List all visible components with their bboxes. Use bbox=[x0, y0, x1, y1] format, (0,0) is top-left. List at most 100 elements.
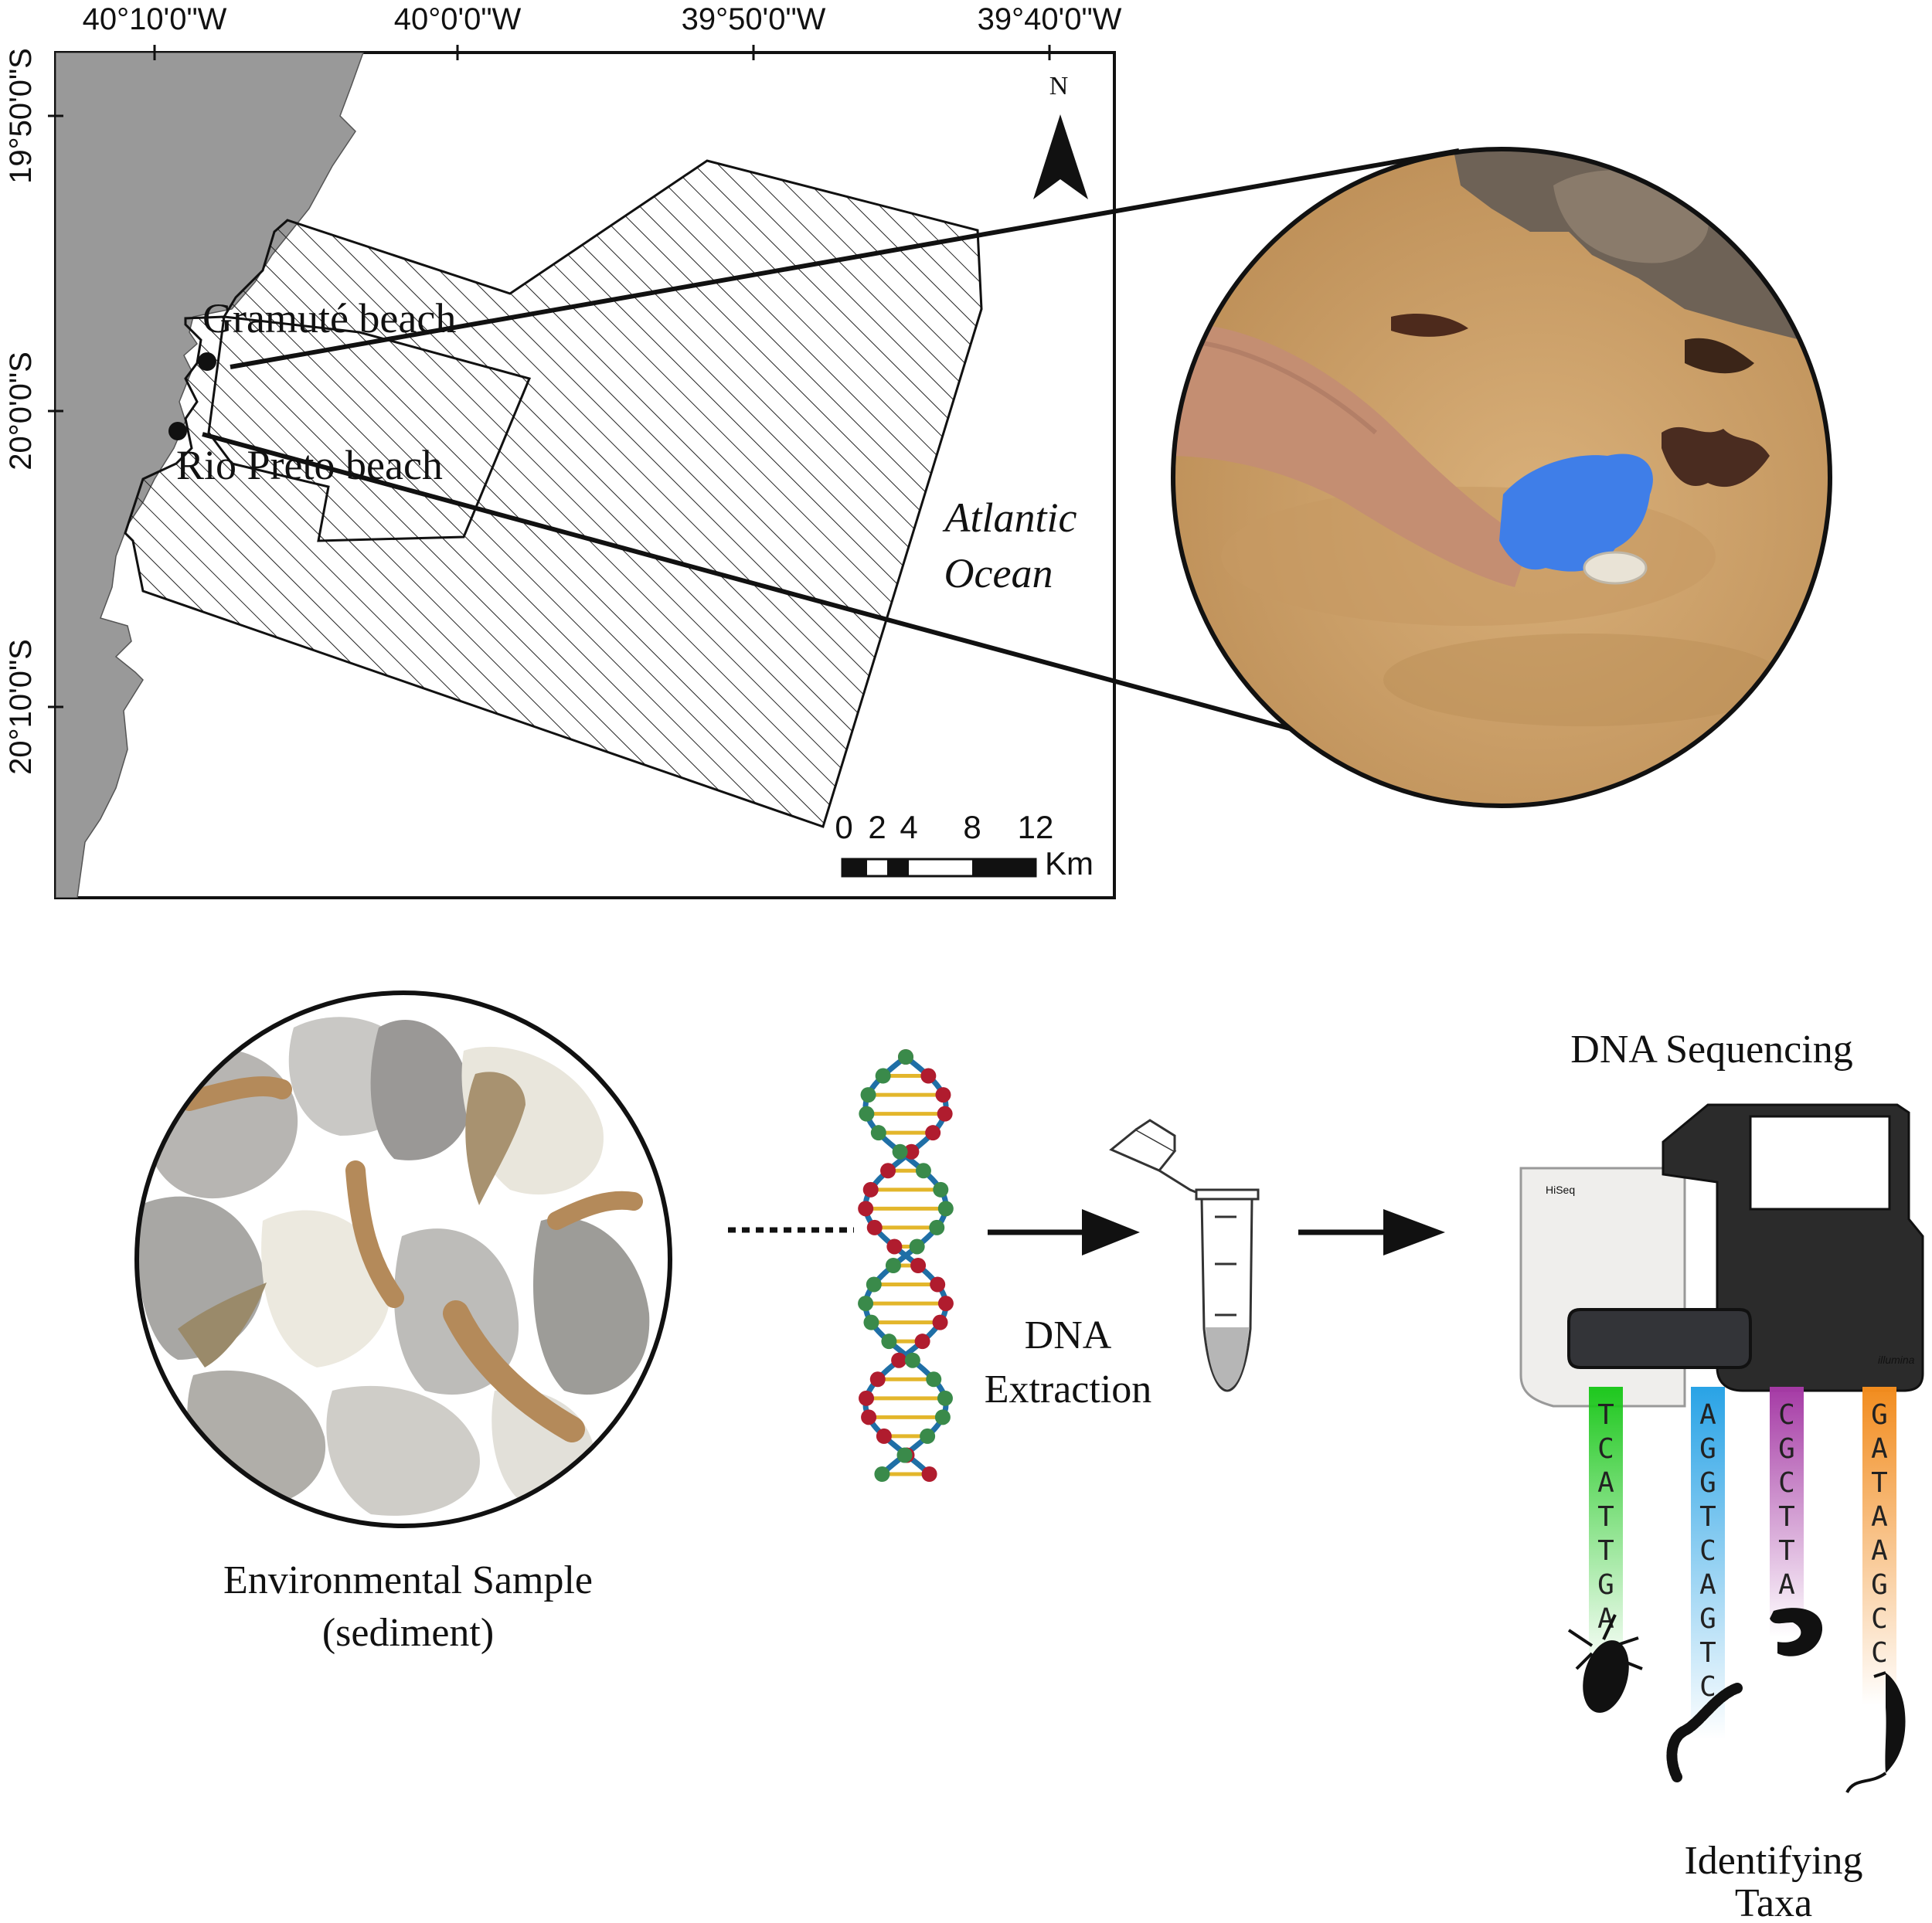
read-base: A bbox=[1871, 1433, 1888, 1465]
read-base: G bbox=[1778, 1433, 1795, 1465]
inner-area bbox=[207, 315, 532, 542]
ocean-label-line2: Ocean bbox=[944, 550, 1053, 596]
helix-node bbox=[860, 1087, 876, 1103]
algae bbox=[1662, 426, 1770, 488]
helix-node bbox=[870, 1125, 886, 1141]
helix-node bbox=[932, 1314, 948, 1330]
scale-tick: 12 bbox=[1018, 809, 1054, 845]
helix-node bbox=[858, 1296, 874, 1312]
helix-node bbox=[904, 1352, 920, 1368]
top-tick-label: 40°10'0"W bbox=[83, 2, 227, 36]
helix-node bbox=[934, 1409, 951, 1425]
helix-node bbox=[915, 1163, 931, 1179]
sample-label-line2: (sediment) bbox=[322, 1611, 494, 1655]
scale-tick: 2 bbox=[868, 809, 886, 845]
top-tick-label: 39°40'0"W bbox=[978, 2, 1122, 36]
read-base: G bbox=[1871, 1399, 1888, 1431]
read-base: G bbox=[1699, 1467, 1716, 1499]
north-arrow-icon: N bbox=[1033, 72, 1088, 199]
site-marker-gramute bbox=[198, 352, 216, 371]
helix-node bbox=[880, 1163, 896, 1179]
sediment-worm bbox=[179, 1076, 292, 1111]
read-base: T bbox=[1699, 1501, 1716, 1533]
helix-node bbox=[881, 1334, 897, 1350]
read-base: T bbox=[1597, 1501, 1614, 1533]
helix-node bbox=[920, 1068, 937, 1084]
scale-bar: 0 2 4 8 12 Km bbox=[835, 809, 1094, 882]
helix-node bbox=[886, 1238, 903, 1255]
read-base: T bbox=[1597, 1399, 1614, 1431]
helix-node bbox=[909, 1238, 925, 1255]
helix-node bbox=[930, 1276, 946, 1293]
read-bar bbox=[1589, 1387, 1623, 1671]
read-bar bbox=[1691, 1387, 1725, 1739]
read-base: C bbox=[1871, 1603, 1888, 1635]
helix-node bbox=[937, 1106, 953, 1122]
read-base: C bbox=[1778, 1467, 1795, 1499]
sediment-worm bbox=[443, 1300, 585, 1442]
field-sampling-photo bbox=[1171, 147, 1832, 808]
read-base: G bbox=[1597, 1569, 1614, 1601]
helix-node bbox=[876, 1428, 892, 1444]
ocean-label-line1: Atlantic bbox=[943, 494, 1077, 541]
helix-node bbox=[935, 1087, 951, 1103]
top-tick-label: 40°0'0"W bbox=[394, 2, 522, 36]
read-base: T bbox=[1699, 1637, 1716, 1669]
read-base: A bbox=[1699, 1399, 1716, 1431]
read-base: T bbox=[1871, 1467, 1888, 1499]
top-axis bbox=[153, 45, 1051, 60]
helix-node bbox=[903, 1143, 920, 1160]
microcentrifuge-tube-icon bbox=[1109, 1119, 1260, 1392]
helix-node bbox=[929, 1219, 945, 1235]
helix-node bbox=[898, 1049, 913, 1065]
helix-node bbox=[937, 1296, 954, 1312]
sediment-creature bbox=[465, 1072, 526, 1205]
photo-frame bbox=[1171, 147, 1832, 808]
copepod-silhouette-icon bbox=[1567, 1614, 1643, 1713]
helix-node bbox=[925, 1125, 941, 1141]
sediment-creature bbox=[178, 1283, 267, 1368]
read-base: A bbox=[1871, 1501, 1888, 1533]
sediment-circle-frame bbox=[134, 990, 672, 1528]
helix-node bbox=[926, 1371, 942, 1388]
scale-tick: 8 bbox=[963, 809, 981, 845]
sediment-sample-illustration bbox=[134, 990, 672, 1528]
read-base: T bbox=[1597, 1535, 1614, 1567]
extraction-label-line1: DNA bbox=[1025, 1313, 1112, 1357]
scale-tick: 4 bbox=[900, 809, 917, 845]
extraction-label-line2: Extraction bbox=[985, 1368, 1152, 1412]
top-tick-label: 39°50'0"W bbox=[682, 2, 826, 36]
helix-node bbox=[885, 1258, 901, 1273]
survey-area bbox=[124, 159, 983, 828]
map-panel: 40°10'0"W 40°0'0"W 39°50'0"W 39°40'0"W 1… bbox=[4, 2, 1122, 899]
read-base: A bbox=[1871, 1535, 1888, 1567]
helix-node bbox=[896, 1447, 913, 1463]
identifying-label-line1: Identifying bbox=[1684, 1839, 1862, 1883]
north-label: N bbox=[1049, 72, 1069, 100]
read-base: C bbox=[1699, 1671, 1716, 1703]
read-bar bbox=[1862, 1387, 1896, 1705]
helix-node bbox=[869, 1371, 886, 1388]
helix-node bbox=[858, 1201, 874, 1217]
machine-brand: HiSeq bbox=[1546, 1184, 1575, 1196]
left-tick-label: 20°0'0"S bbox=[4, 352, 38, 471]
read-base: A bbox=[1699, 1569, 1716, 1601]
nematode-silhouette-icon bbox=[1770, 1608, 1823, 1656]
helix-node bbox=[874, 1466, 890, 1482]
sequencing-title: DNA Sequencing bbox=[1570, 1028, 1852, 1072]
read-base: T bbox=[1778, 1501, 1795, 1533]
helix-node bbox=[933, 1181, 949, 1198]
sediment-worm bbox=[547, 1191, 643, 1230]
read-base: A bbox=[1778, 1569, 1795, 1601]
helix-node bbox=[937, 1390, 953, 1406]
arrow-to-sequencing bbox=[1298, 1209, 1445, 1255]
read-bar bbox=[1770, 1387, 1804, 1637]
left-tick-label: 20°10'0"S bbox=[4, 639, 38, 775]
read-base: C bbox=[1597, 1433, 1614, 1465]
helix-node bbox=[892, 1143, 908, 1160]
helix-node bbox=[921, 1466, 937, 1482]
helix-node bbox=[937, 1201, 954, 1217]
sediment-worm bbox=[345, 1160, 404, 1308]
